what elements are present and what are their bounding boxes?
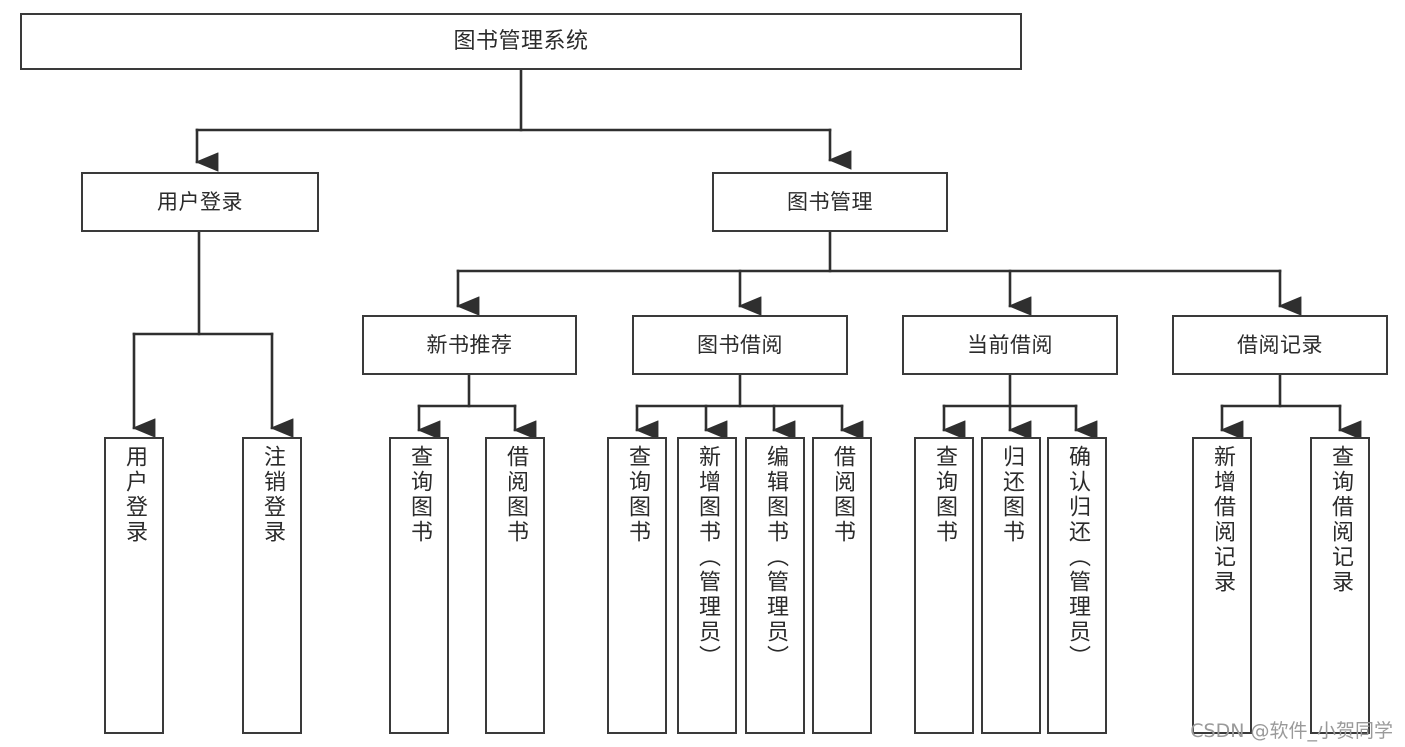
node-current-borrow[interactable]: 当前借阅: [902, 315, 1118, 375]
leaf-recommend-query-book[interactable]: 查询图书: [389, 437, 449, 734]
node-label: 查询图书: [407, 445, 432, 545]
node-label: 查询借阅记录: [1328, 445, 1353, 595]
node-label: 新增图书（管理员）: [695, 445, 720, 670]
node-label: 图书管理系统: [453, 28, 589, 54]
leaf-user-login-logout[interactable]: 注销登录: [242, 437, 302, 734]
leaf-current-return-book[interactable]: 归还图书: [981, 437, 1041, 734]
node-label: 用户登录: [157, 189, 243, 214]
node-label: 借阅图书: [830, 445, 855, 545]
node-borrow-record[interactable]: 借阅记录: [1172, 315, 1388, 375]
node-label: 当前借阅: [967, 332, 1053, 357]
node-new-book-recommend[interactable]: 新书推荐: [362, 315, 577, 375]
node-label: 注销登录: [260, 445, 285, 545]
leaf-current-query-book[interactable]: 查询图书: [914, 437, 974, 734]
node-label: 编辑图书（管理员）: [763, 445, 788, 670]
node-label: 借阅图书: [503, 445, 528, 545]
leaf-borrow-edit-book[interactable]: 编辑图书（管理员）: [745, 437, 805, 734]
leaf-record-query-record[interactable]: 查询借阅记录: [1310, 437, 1370, 734]
leaf-recommend-borrow-book[interactable]: 借阅图书: [485, 437, 545, 734]
node-label: 新书推荐: [426, 332, 513, 357]
leaf-borrow-query-book[interactable]: 查询图书: [607, 437, 667, 734]
node-label: 查询图书: [625, 445, 650, 545]
node-book-management[interactable]: 图书管理: [712, 172, 948, 232]
node-label: 查询图书: [932, 445, 957, 545]
leaf-borrow-borrow-book[interactable]: 借阅图书: [812, 437, 872, 734]
node-label: 借阅记录: [1237, 332, 1323, 357]
leaf-borrow-add-book[interactable]: 新增图书（管理员）: [677, 437, 737, 734]
node-user-login[interactable]: 用户登录: [81, 172, 319, 232]
node-label: 确认归还（管理员）: [1065, 445, 1090, 670]
node-label: 新增借阅记录: [1210, 445, 1235, 595]
leaf-record-add-record[interactable]: 新增借阅记录: [1192, 437, 1252, 734]
leaf-current-confirm-return[interactable]: 确认归还（管理员）: [1047, 437, 1107, 734]
leaf-user-login-login[interactable]: 用户登录: [104, 437, 164, 734]
node-label: 图书借阅: [697, 332, 783, 357]
node-label: 归还图书: [999, 445, 1024, 545]
node-root-system[interactable]: 图书管理系统: [20, 13, 1022, 70]
node-label: 用户登录: [122, 445, 147, 545]
node-label: 图书管理: [787, 189, 873, 214]
watermark: CSDN @软件_小贺同学: [1190, 720, 1393, 742]
node-book-borrow[interactable]: 图书借阅: [632, 315, 848, 375]
